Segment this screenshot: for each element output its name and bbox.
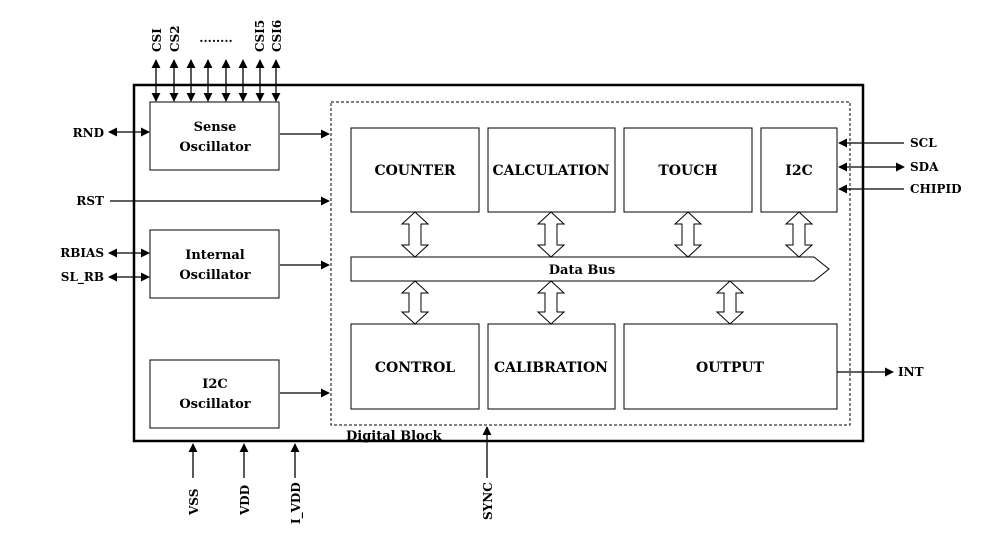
pin-label-i-vdd: I_VDD [289,482,304,524]
bus-connector-touch [673,211,703,258]
i2c-block: I2C [760,127,838,213]
bus-connector-counter [400,211,430,258]
pin-label-rst: RST [76,194,104,208]
control-label: CONTROL [375,360,455,376]
digital-block-boundary [330,101,851,426]
pin-label-rnd: RND [73,126,104,140]
internal-oscillator-block: Internal Oscillator [149,229,280,299]
output-label: OUTPUT [696,360,765,376]
digital-block-label: Digital Block [346,429,443,444]
output-block: OUTPUT [623,323,838,410]
data-bus: Data Bus [350,256,830,282]
i2c-oscillator-label-line1: I2C [202,377,227,392]
sense-oscillator-label-line2: Oscillator [179,140,250,155]
calibration-label: CALIBRATION [494,360,608,376]
cs-pin-ellipsis: ........ [199,31,232,45]
internal-oscillator-label-line2: Oscillator [179,268,250,283]
bus-connector-calibration [536,280,566,325]
counter-block: COUNTER [350,127,480,213]
cs-pin-arrows [151,59,281,102]
bus-connector-control [400,280,430,325]
calibration-block: CALIBRATION [487,323,616,410]
i2c-oscillator-label-line2: Oscillator [179,397,250,412]
pin-label-sync: SYNC [481,482,495,520]
pin-label-rbias: RBIAS [60,246,104,260]
chip-outline [132,83,865,443]
touch-block: TOUCH [623,127,753,213]
pin-label-vss: VSS [187,489,201,516]
sense-oscillator-block: Sense Oscillator [149,101,280,171]
cs-pin-label-cs2: CS2 [168,25,182,52]
pin-label-scl: SCL [910,136,937,150]
counter-label: COUNTER [374,163,455,179]
internal-oscillator-label-line1: Internal [185,248,245,263]
pin-label-sda: SDA [910,160,939,174]
pin-label-chipid: CHIPID [910,182,962,196]
pin-label-sl-rb: SL_RB [61,270,104,285]
touch-label: TOUCH [658,163,717,179]
cs-pin-label-csi: CSI [150,28,164,52]
bus-connector-i2c [784,211,814,258]
bus-connector-output [715,280,745,325]
calculation-label: CALCULATION [492,163,609,179]
pin-label-int: INT [898,365,924,379]
i2c-label: I2C [785,163,812,179]
bus-connector-calculation [536,211,566,258]
calculation-block: CALCULATION [487,127,616,213]
cs-pin-label-csi5: CSI5 [253,20,267,52]
cs-pin-label-csi6: CSI6 [270,20,284,52]
data-bus-label: Data Bus [549,263,615,278]
i2c-oscillator-block: I2C Oscillator [149,359,280,429]
sense-oscillator-label-line1: Sense [194,120,237,135]
pin-label-vdd: VDD [238,485,252,516]
control-block: CONTROL [350,323,480,410]
